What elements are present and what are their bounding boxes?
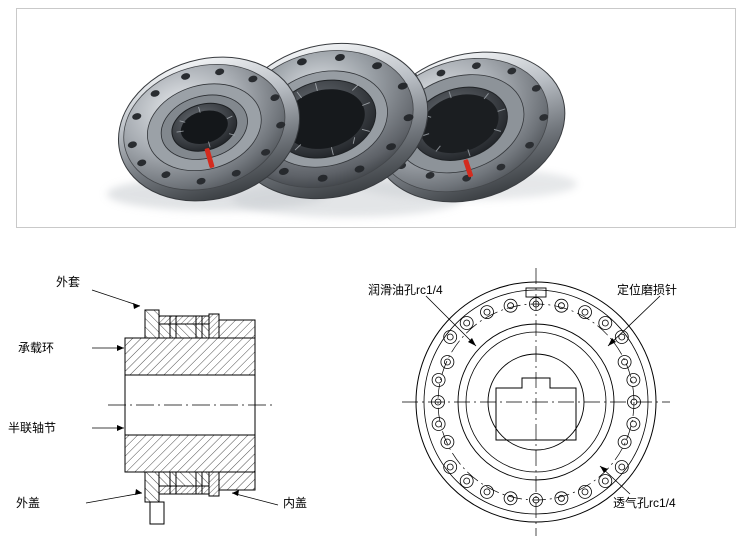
label-outer-sleeve: 外套 — [56, 275, 81, 289]
front-view-drawing: 润滑油孔rc1/4 定位磨损针 透气孔rc1/4 — [368, 250, 750, 550]
label-bearing-ring: 承载环 — [18, 341, 55, 355]
label-lubrication-hole: 润滑油孔rc1/4 — [368, 283, 443, 297]
red-marker-left — [204, 148, 215, 168]
label-vent-hole: 透气孔rc1/4 — [613, 496, 676, 510]
label-outer-cover: 外盖 — [16, 496, 41, 510]
product-photo — [17, 9, 735, 227]
cross-section-drawing: 外套 承载环 半联轴节 外盖 内盖 — [0, 250, 370, 550]
bolt-hole-group — [431, 297, 641, 507]
label-wear-pin: 定位磨损针 — [617, 283, 678, 297]
coupling-unit-left — [117, 56, 301, 202]
label-half-coupling: 半联轴节 — [8, 421, 57, 435]
product-photo-panel — [16, 8, 736, 228]
label-inner-cover: 内盖 — [283, 496, 308, 510]
red-marker-right — [463, 159, 473, 178]
